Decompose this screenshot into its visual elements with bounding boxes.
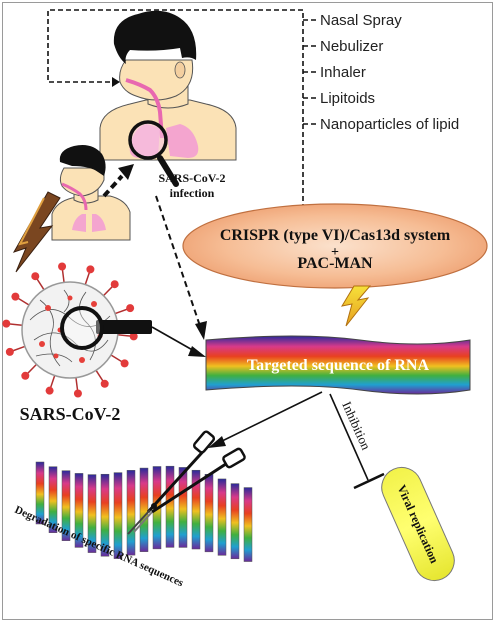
virus-spike-tip <box>45 386 54 395</box>
rna-fragment <box>100 473 110 557</box>
virus-illustration <box>2 262 138 398</box>
virus-to-rna-arrow <box>151 326 206 357</box>
rna-fragment <box>204 473 214 553</box>
rna-fragment <box>165 465 175 548</box>
patient-figure-large <box>99 10 237 161</box>
delivery-method-list: Nasal Spray Nebulizer Inhaler Lipitoids … <box>320 12 459 133</box>
rna-fragment <box>126 470 136 556</box>
virus-spike-tip <box>31 272 40 281</box>
rna-fragment <box>191 469 201 550</box>
rna-fragment <box>139 467 149 552</box>
rna-fragment <box>243 487 253 562</box>
viral-replication-pill: Viral replication <box>381 466 455 582</box>
delivery-item-lipid-nanoparticles: Nanoparticles of lipid <box>320 116 459 133</box>
rna-fragment <box>48 466 58 533</box>
crispr-system-box: CRISPR (type VI)/Cas13d system + PAC-MAN <box>182 203 488 289</box>
virus-spike-tip <box>100 379 109 388</box>
transmission-arrow <box>102 164 134 198</box>
rna-label: Targeted sequence of RNA <box>247 357 430 374</box>
crispr-line2: PAC-MAN <box>297 255 373 272</box>
virus-spike-tip <box>21 371 30 380</box>
patient-figure-small <box>51 145 131 241</box>
infection-label-line2: infection <box>170 186 215 200</box>
virus-spike-tip <box>11 292 20 301</box>
delivery-item-nasal-spray: Nasal Spray <box>320 12 402 29</box>
virus-spike-tip <box>110 280 119 289</box>
delivery-item-nebulizer: Nebulizer <box>320 38 383 55</box>
virus-spike-tip <box>5 347 14 356</box>
virus-magnifier-icon <box>60 306 152 350</box>
infection-label: SARS-CoV-2 infection <box>158 171 225 200</box>
crispr-action-bolt-icon <box>340 285 372 327</box>
virus-spike-tip <box>126 304 135 313</box>
rna-fragment <box>178 467 188 548</box>
rna-fragment <box>35 461 45 525</box>
rna-fragment <box>217 478 227 556</box>
delivery-item-lipitoids: Lipitoids <box>320 90 375 107</box>
virus-label: SARS-CoV-2 <box>20 404 121 424</box>
infection-label-line1: SARS-CoV-2 <box>158 171 225 185</box>
virus-spike-tip <box>129 332 138 341</box>
magnifier-icon <box>128 120 179 187</box>
targeted-rna-strip: Targeted sequence of RNA <box>205 335 471 395</box>
infection-to-rna-arrow <box>155 195 207 340</box>
virus-spike-tip <box>86 265 95 274</box>
virus-spike-tip <box>2 319 11 328</box>
virus-spike-tip <box>120 359 129 368</box>
transmission-bolt-icon <box>12 191 61 273</box>
crispr-line1: CRISPR (type VI)/Cas13d system <box>220 227 451 244</box>
delivery-item-inhaler: Inhaler <box>320 64 366 81</box>
rna-fragment <box>230 483 240 560</box>
rna-fragment <box>113 472 123 559</box>
scissors-icon <box>127 430 246 535</box>
nose-arrow-icon <box>112 77 120 87</box>
degraded-rna-fragments <box>35 461 253 562</box>
rna-fragment <box>87 474 97 553</box>
rna-to-scissors-arrow <box>208 391 323 448</box>
delivery-loop-connector <box>47 9 316 214</box>
inhibition-connector: Inhibition <box>329 393 385 490</box>
crispr-plus: + <box>331 245 339 260</box>
virus-spike-tip <box>73 389 82 398</box>
virus-spike-tip <box>58 262 67 271</box>
rna-fragment <box>61 470 71 541</box>
rna-fragment <box>74 473 84 548</box>
